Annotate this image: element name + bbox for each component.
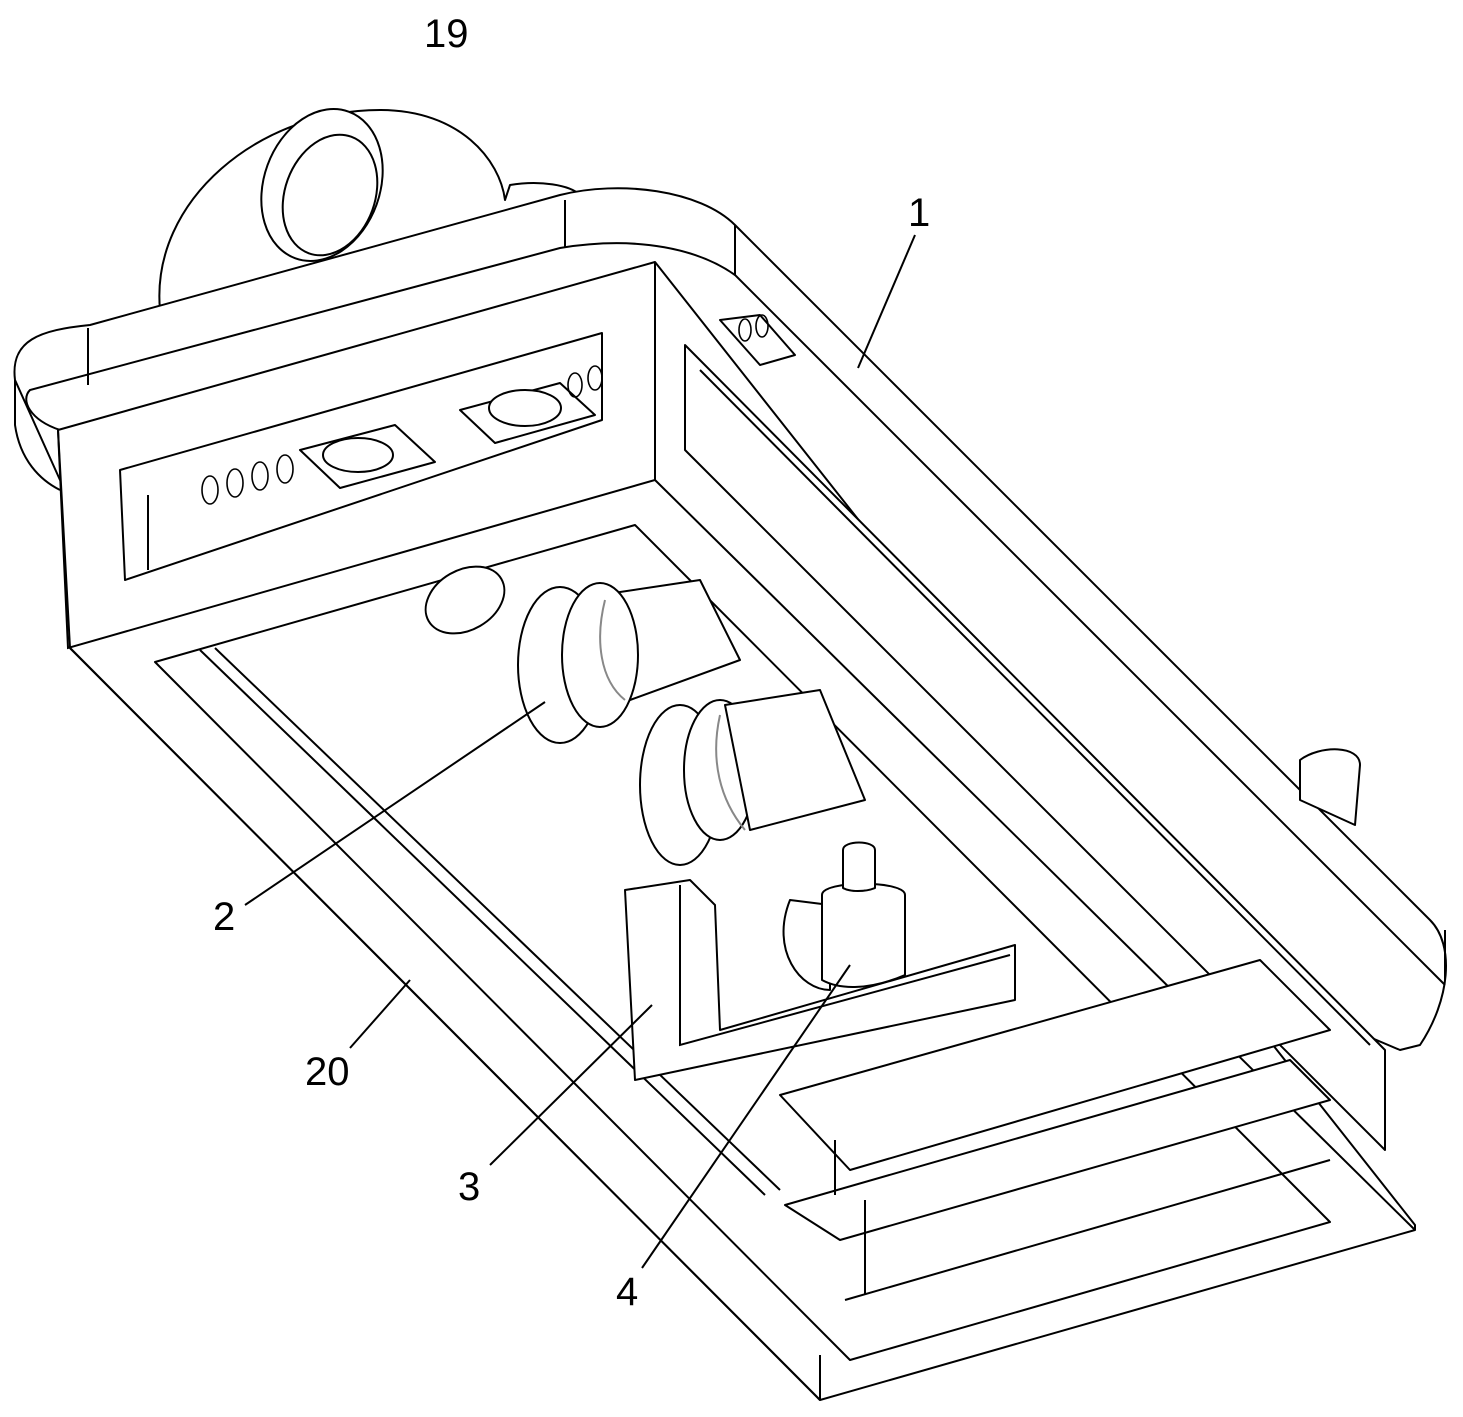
leader-20: [350, 980, 410, 1048]
label-1: 1: [908, 193, 930, 233]
label-3: 3: [458, 1167, 480, 1207]
label-2: 2: [213, 897, 235, 937]
leader-1: [858, 235, 915, 368]
label-4: 4: [616, 1272, 638, 1312]
label-20: 20: [305, 1052, 350, 1092]
label-19: 19: [424, 14, 469, 54]
